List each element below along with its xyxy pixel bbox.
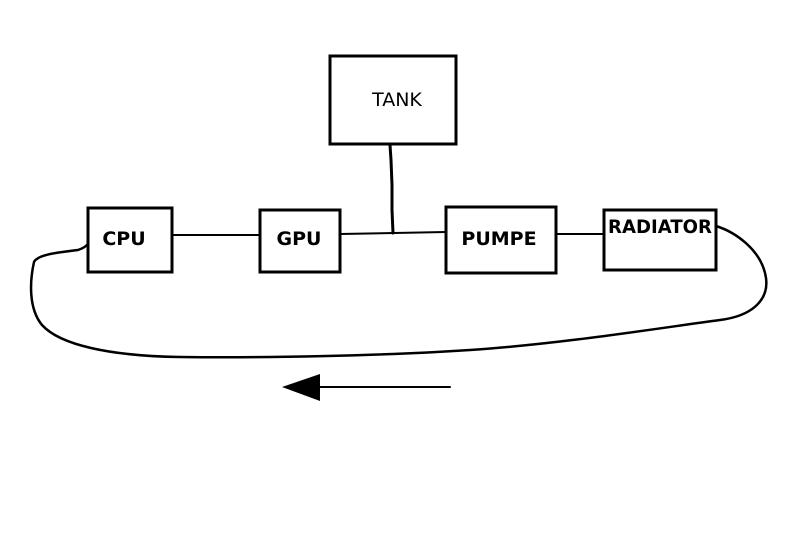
cpu-label: CPU (102, 228, 145, 250)
pipe-tank-drop (388, 143, 395, 235)
gpu-node: GPU (258, 208, 342, 274)
gpu-label: GPU (277, 228, 322, 250)
pump-node: PUMPE (444, 205, 558, 275)
tank-node: TANK (328, 54, 458, 146)
flow-direction-arrow (282, 374, 451, 401)
cpu-node: CPU (86, 206, 174, 274)
radiator-node: RADIATOR (602, 208, 718, 272)
return-loop-pipe (29, 224, 768, 359)
pump-label: PUMPE (461, 228, 536, 250)
tank-label: TANK (371, 89, 422, 111)
radiator-label: RADIATOR (608, 216, 712, 238)
